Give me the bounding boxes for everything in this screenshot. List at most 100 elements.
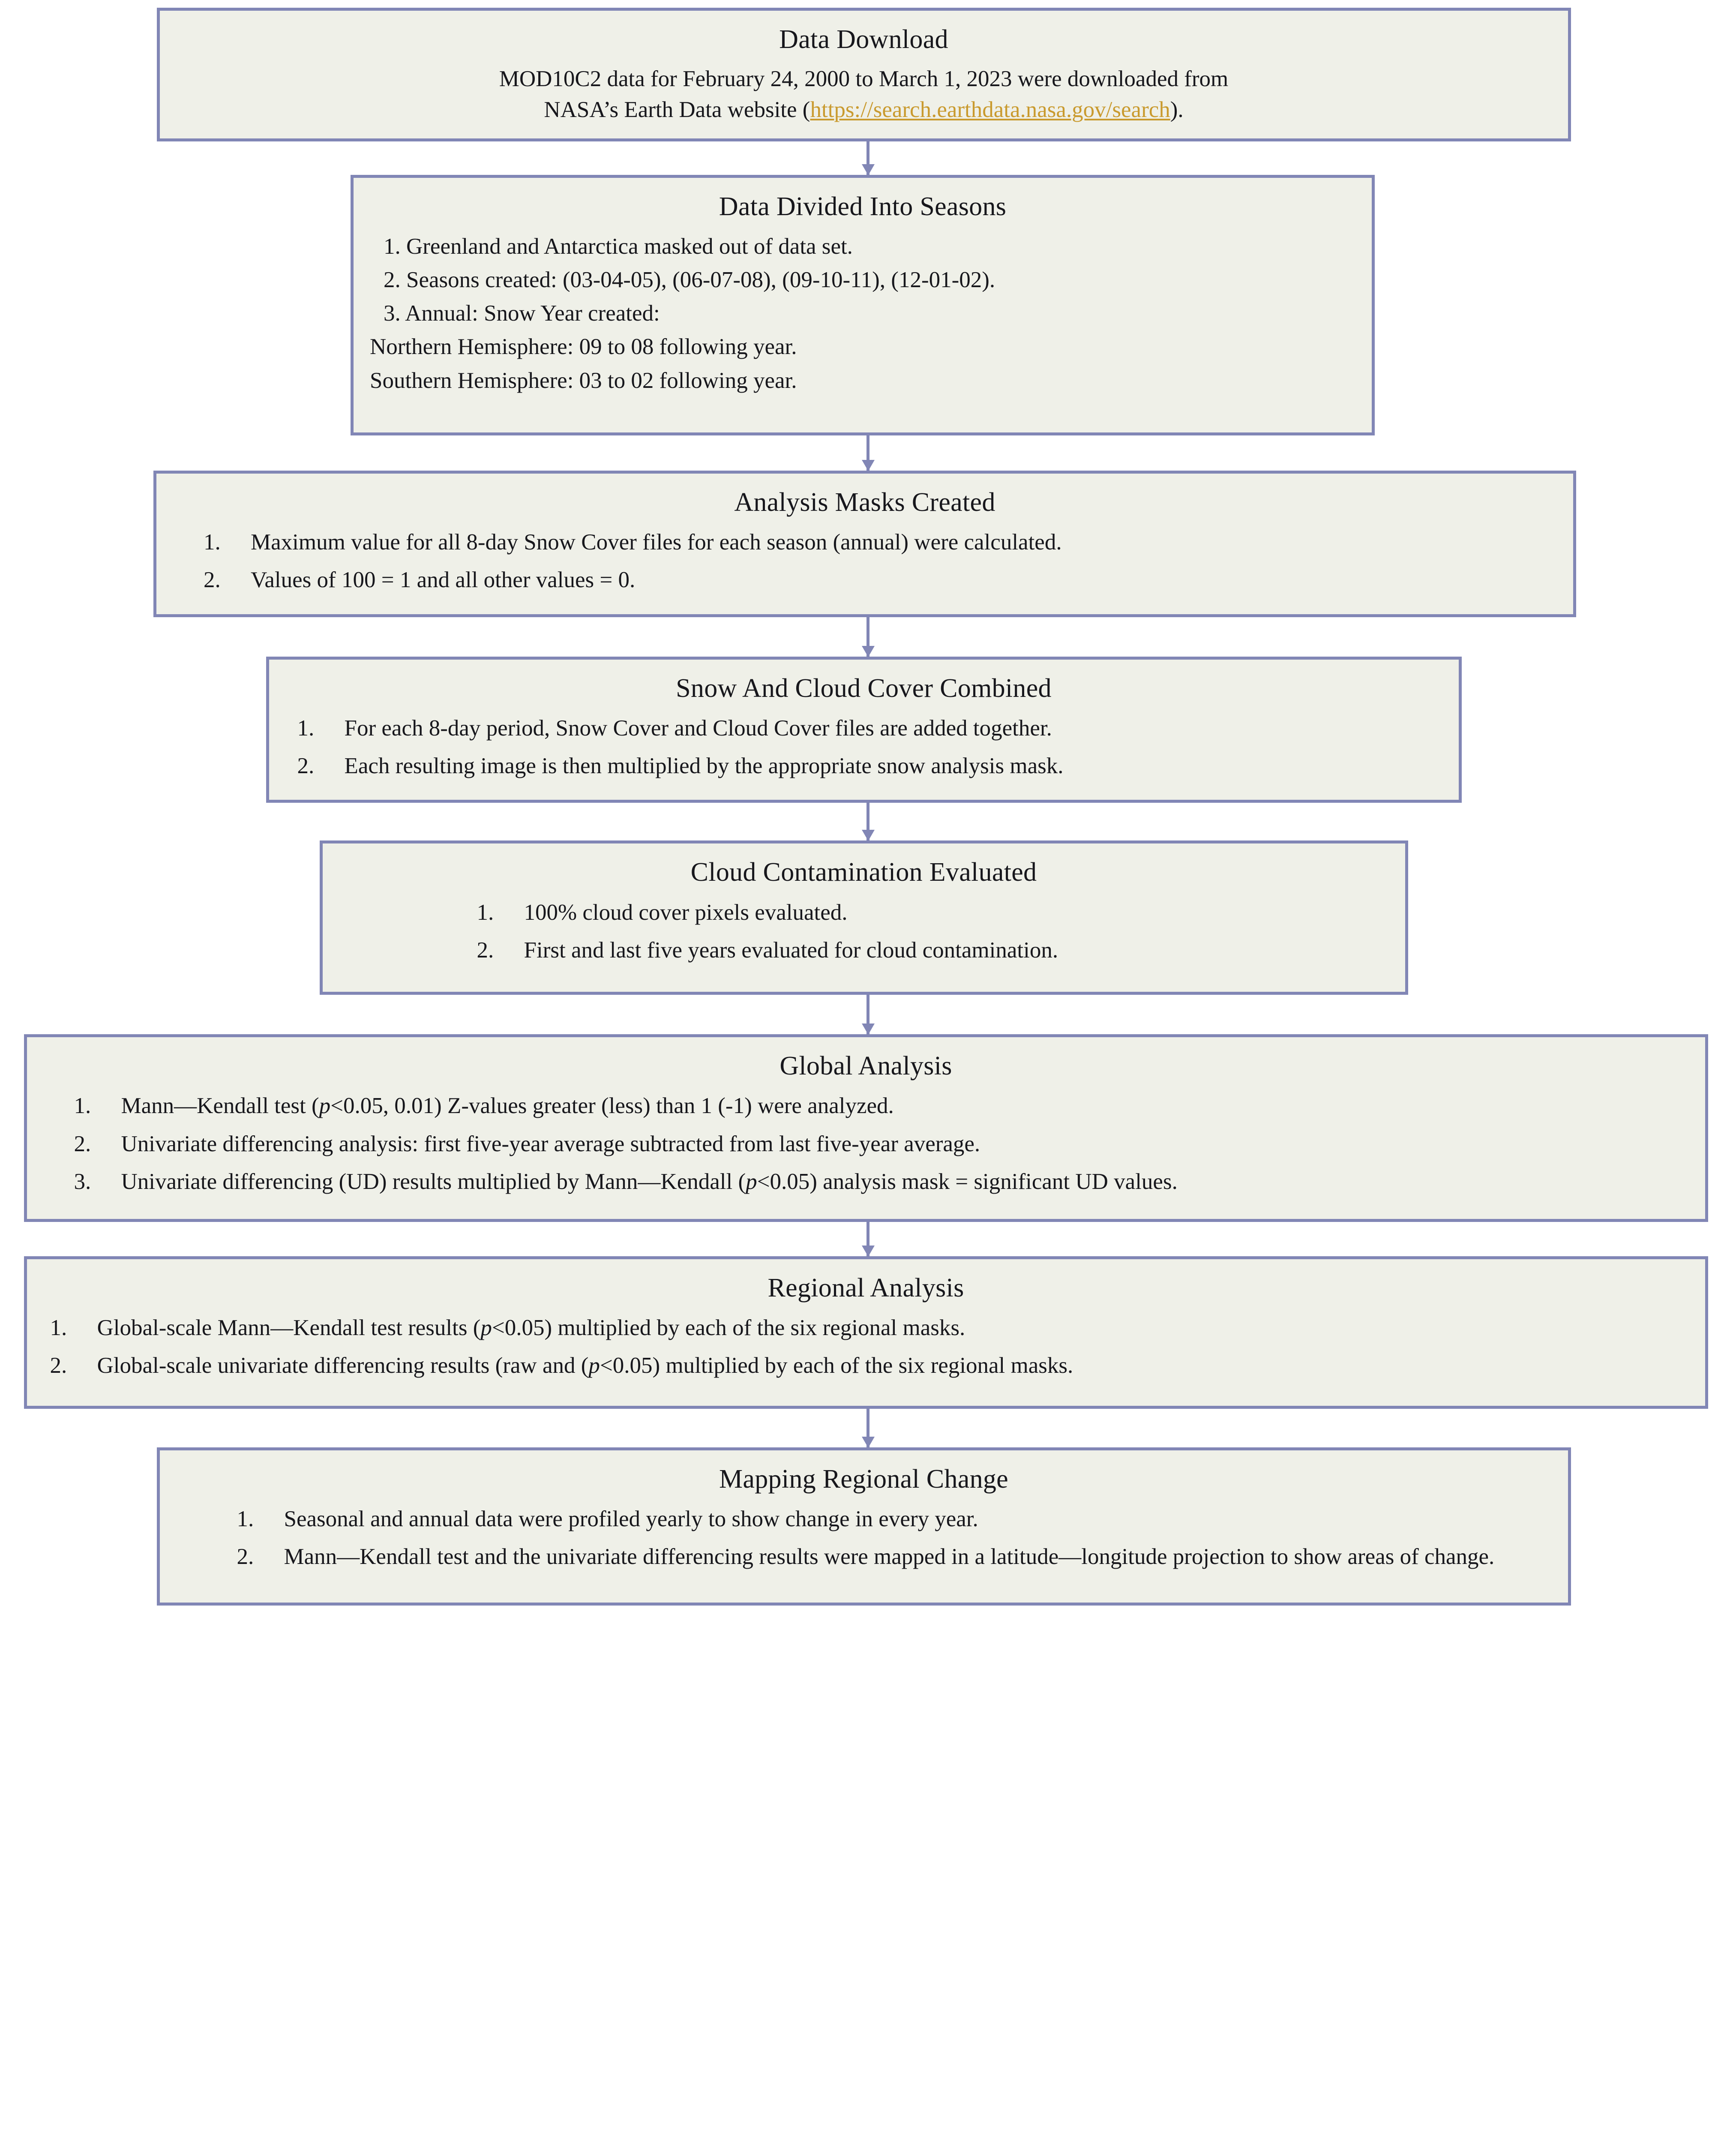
list-item: 2. Values of 100 = 1 and all other value… xyxy=(204,564,1560,596)
body-line-lead: NASA’s Earth Data website ( xyxy=(544,97,810,123)
node-title: Mapping Regional Change xyxy=(719,1464,1008,1494)
arrow-head-icon xyxy=(861,1245,875,1257)
p-value-symbol: p xyxy=(319,1093,331,1119)
arrow-shaft xyxy=(867,141,869,175)
node-data-divided-into-seasons: Data Divided Into Seasons 1. Greenland a… xyxy=(351,174,1375,435)
connector-arrow xyxy=(861,617,875,657)
connector-arrow xyxy=(861,435,875,471)
list-item: 1. Global-scale Mann—Kendall test result… xyxy=(50,1312,1692,1344)
list-item-number: 1. xyxy=(204,530,221,555)
node-cloud-contamination-evaluated: Cloud Contamination Evaluated 1. 100% cl… xyxy=(319,840,1408,995)
earthdata-link[interactable]: https://search.earthdata.nasa.gov/search xyxy=(810,97,1170,123)
list-item-number: 2. xyxy=(204,567,221,593)
list-item-number: 1. xyxy=(477,900,494,925)
list-item: 2. Univariate differencing analysis: fir… xyxy=(74,1128,1692,1160)
arrow-head-icon xyxy=(861,459,875,471)
connector-arrow xyxy=(861,995,875,1035)
arrow-shaft xyxy=(867,995,869,1035)
node-list: 1. For each 8-day period, Snow Cover and… xyxy=(282,712,1446,782)
list-item-number: 1. xyxy=(74,1093,91,1119)
arrow-shaft xyxy=(867,617,869,657)
list-item: 1. Mann—Kendall test (p<0.05, 0.01) Z-va… xyxy=(74,1090,1692,1122)
node-regional-analysis: Regional Analysis 1. Global-scale Mann—K… xyxy=(24,1256,1708,1409)
node-list: 1. Maximum value for all 8-day Snow Cove… xyxy=(169,526,1560,596)
text-post: <0.05) analysis mask = significant UD va… xyxy=(757,1169,1178,1194)
node-title: Data Download xyxy=(779,25,948,54)
list-item-text: Univariate differencing analysis: first … xyxy=(121,1131,980,1156)
text-post: <0.05) multiplied by each of the six reg… xyxy=(600,1353,1073,1378)
list-item: 1. Maximum value for all 8-day Snow Cove… xyxy=(204,526,1560,558)
connector-arrow xyxy=(861,141,875,175)
node-title: Data Divided Into Seasons xyxy=(719,192,1007,221)
arrow-head-icon xyxy=(861,830,875,841)
list-item: 1. For each 8-day period, Snow Cover and… xyxy=(297,712,1446,744)
list-item: 1. Greenland and Antarctica masked out o… xyxy=(384,234,853,259)
node-title: Analysis Masks Created xyxy=(734,487,995,517)
list-item-text: Values of 100 = 1 and all other values =… xyxy=(251,567,636,593)
list-item: 3. Univariate differencing (UD) results … xyxy=(74,1166,1692,1198)
arrow-shaft xyxy=(867,803,869,841)
node-snow-and-cloud-cover-combined: Snow And Cloud Cover Combined 1. For eac… xyxy=(266,656,1462,803)
p-value-symbol: p xyxy=(480,1315,492,1341)
arrow-head-icon xyxy=(861,1436,875,1448)
list-item: 2. Mann—Kendall test and the univariate … xyxy=(237,1541,1555,1573)
body-line: NASA’s Earth Data website (https://searc… xyxy=(173,94,1555,125)
list-item-text: Univariate differencing (UD) results mul… xyxy=(121,1166,1692,1198)
connector-arrow xyxy=(861,1408,875,1448)
list-item: Southern Hemisphere: 03 to 02 following … xyxy=(370,368,797,393)
connector-arrow xyxy=(861,803,875,841)
list-item: 2. Global-scale univariate differencing … xyxy=(50,1350,1692,1381)
list-item-text: First and last five years evaluated for … xyxy=(524,937,1058,963)
text-pre: Univariate differencing (UD) results mul… xyxy=(121,1169,746,1194)
arrow-shaft xyxy=(867,435,869,471)
list-item-text: Mann—Kendall test (p<0.05, 0.01) Z-value… xyxy=(121,1090,1692,1122)
text-pre: Global-scale univariate differencing res… xyxy=(97,1353,589,1378)
list-item-number: 2. xyxy=(74,1131,91,1156)
text-post: <0.05, 0.01) Z-values greater (less) tha… xyxy=(330,1093,894,1119)
text-pre: Mann—Kendall test ( xyxy=(121,1093,319,1119)
list-item: 2. First and last five years evaluated f… xyxy=(477,934,1392,966)
list-item: 2. Seasons created: (03-04-05), (06-07-0… xyxy=(384,267,995,293)
list-item-number: 3. xyxy=(74,1169,91,1194)
node-title: Regional Analysis xyxy=(768,1273,964,1303)
node-title: Snow And Cloud Cover Combined xyxy=(676,673,1052,703)
list-item-number: 1. xyxy=(237,1507,254,1532)
node-title: Global Analysis xyxy=(780,1051,952,1081)
list-item: 3. Annual: Snow Year created: xyxy=(384,301,660,326)
list-item-number: 2. xyxy=(477,937,494,963)
list-item-text: For each 8-day period, Snow Cover and Cl… xyxy=(344,715,1052,741)
list-item-number: 2. xyxy=(297,753,315,779)
node-list: 1. Global-scale Mann—Kendall test result… xyxy=(40,1312,1692,1381)
list-item-number: 1. xyxy=(50,1315,67,1341)
node-list: 1. Greenland and Antarctica masked out o… xyxy=(366,231,1359,396)
node-mapping-regional-change: Mapping Regional Change 1. Seasonal and … xyxy=(156,1447,1571,1606)
list-item: Northern Hemisphere: 09 to 08 following … xyxy=(370,334,797,360)
list-item-text: Global-scale univariate differencing res… xyxy=(97,1350,1692,1381)
node-title: Cloud Contamination Evaluated xyxy=(690,858,1037,887)
list-item-number: 2. xyxy=(237,1544,254,1570)
arrow-head-icon xyxy=(861,1023,875,1035)
body-line-tail: ). xyxy=(1170,97,1184,123)
list-item-text: 100% cloud cover pixels evaluated. xyxy=(524,900,848,925)
node-list: 1. 100% cloud cover pixels evaluated. 2.… xyxy=(336,897,1392,966)
list-item: 2. Each resulting image is then multipli… xyxy=(297,750,1446,782)
text-post: <0.05) multiplied by each of the six reg… xyxy=(492,1315,965,1341)
node-global-analysis: Global Analysis 1. Mann—Kendall test (p<… xyxy=(24,1034,1708,1222)
node-list: 1. Seasonal and annual data were profile… xyxy=(173,1503,1555,1573)
node-body: MOD10C2 data for February 24, 2000 to Ma… xyxy=(173,63,1555,125)
arrow-shaft xyxy=(867,1222,869,1256)
connector-arrow xyxy=(861,1222,875,1257)
arrow-shaft xyxy=(867,1408,869,1447)
arrow-head-icon xyxy=(861,645,875,657)
list-item-text: Each resulting image is then multiplied … xyxy=(344,753,1064,779)
p-value-symbol: p xyxy=(746,1169,757,1194)
node-data-download: Data Download MOD10C2 data for February … xyxy=(156,8,1571,141)
list-item-text: Seasonal and annual data were profiled y… xyxy=(284,1507,978,1532)
list-item-text: Maximum value for all 8-day Snow Cover f… xyxy=(251,530,1062,555)
node-list: 1. Mann—Kendall test (p<0.05, 0.01) Z-va… xyxy=(40,1090,1692,1198)
arrow-head-icon xyxy=(861,164,875,175)
text-pre: Global-scale Mann—Kendall test results ( xyxy=(97,1315,481,1341)
list-item: 1. 100% cloud cover pixels evaluated. xyxy=(477,897,1392,928)
list-item-number: 2. xyxy=(50,1353,67,1378)
